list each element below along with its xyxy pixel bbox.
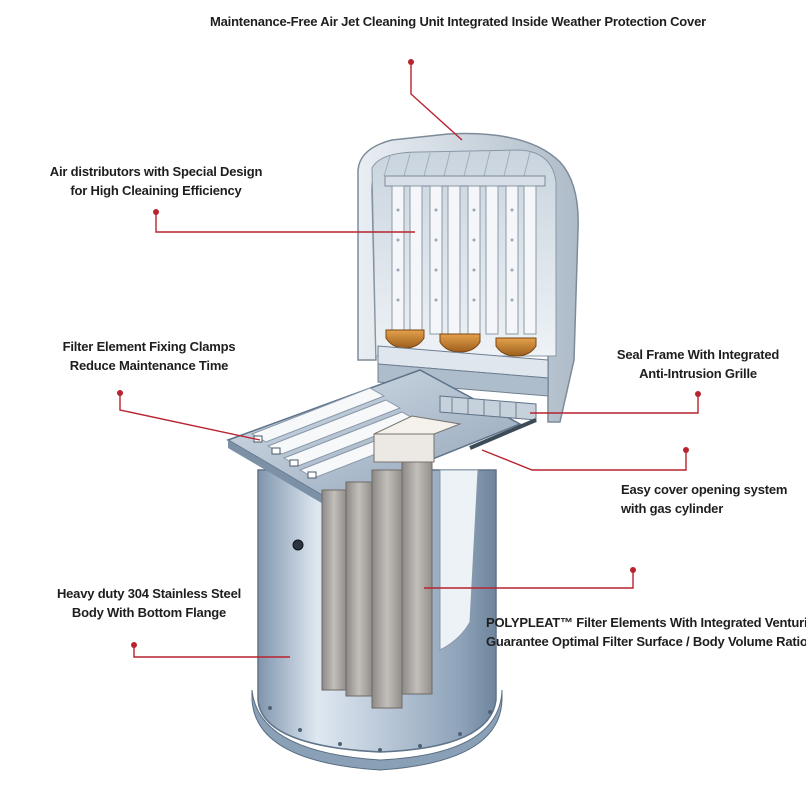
leader-dots <box>117 59 701 648</box>
callout-line: Anti-Intrusion Grille <box>639 366 757 381</box>
polypleat-filter-elements <box>321 415 462 709</box>
callout-stainless-body: Heavy duty 304 Stainless Steel Body With… <box>44 584 254 622</box>
callout-line: Guarantee Optimal Filter Surface / Body … <box>486 634 806 649</box>
callout-air-jet-cleaning-unit: Maintenance-Free Air Jet Cleaning Unit I… <box>210 12 706 31</box>
callout-line: for High Cleaining Efficiency <box>70 183 242 198</box>
callout-line: Easy cover opening system <box>621 482 788 497</box>
callout-line: Body With Bottom Flange <box>71 605 227 620</box>
callout-fixing-clamps: Filter Element Fixing Clamps Reduce Main… <box>54 337 244 375</box>
callout-line: Filter Element Fixing Clamps <box>62 339 236 354</box>
callout-line: Heavy duty 304 Stainless Steel <box>56 586 242 601</box>
callout-cover-opening: Easy cover opening system with gas cylin… <box>621 480 801 518</box>
callout-line: POLYPLEAT™ Filter Elements With Integrat… <box>486 615 806 630</box>
leader-lines <box>119 62 699 658</box>
callout-line: Reduce Maintenance Time <box>69 358 229 373</box>
callout-line: with gas cylinder <box>621 501 724 516</box>
callout-line: Air distributors with Special Design <box>49 164 263 179</box>
callout-polypleat-filters: POLYPLEAT™ Filter Elements With Integrat… <box>486 613 806 651</box>
callout-line: Maintenance-Free Air Jet Cleaning Unit I… <box>210 14 706 29</box>
callout-air-distributors: Air distributors with Special Design for… <box>48 162 264 200</box>
air-distributor-tubes <box>377 175 549 397</box>
callout-seal-frame: Seal Frame With Integrated Anti-Intrusio… <box>610 345 786 383</box>
callout-line: Seal Frame With Integrated <box>616 347 780 362</box>
